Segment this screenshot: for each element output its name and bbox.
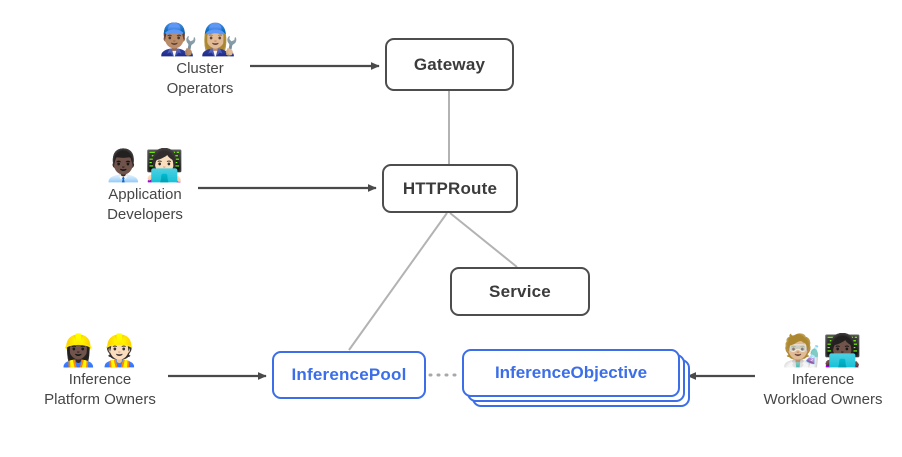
persona-cluster-operators: 👨🏽‍🔧👩🏼‍🔧 Cluster Operators [130,22,270,98]
node-service[interactable]: Service [450,267,590,316]
node-httproute-label: HTTPRoute [402,178,498,198]
node-gateway-label: Gateway [413,54,486,74]
inference-workload-owners-label-line1: Inference [791,371,855,388]
inference-platform-owners-label-line2: Platform Owners [44,391,156,408]
cluster-operators-label-line2: Operators [166,80,234,97]
node-service-label: Service [489,281,551,301]
node-inferenceobjective[interactable]: InferenceObjective [462,349,694,409]
node-gateway[interactable]: Gateway [385,38,514,91]
application-developers-emoji: 👨🏿‍💼👩🏻‍💻 [104,148,186,183]
node-inferencepool[interactable]: InferencePool [272,351,426,399]
inference-platform-owners-emoji: 👷🏿‍♀️👷🏻 [59,333,141,368]
node-inferenceobjective-label: InferenceObjective [494,363,648,382]
application-developers-label-line1: Application [108,186,182,203]
application-developers-label-line2: Developers [107,206,183,223]
connector-httproute-inferencepool [348,212,448,351]
persona-inference-platform-owners: 👷🏿‍♀️👷🏻 Inference Platform Owners [22,333,178,409]
inferenceobjective-stack-layer-front[interactable]: InferenceObjective [462,349,680,397]
node-httproute[interactable]: HTTPRoute [382,164,518,213]
persona-inference-workload-owners: 🧑🏼‍🔬👩🏿‍💻 Inference Workload Owners [744,333,902,409]
inference-platform-owners-label-line1: Inference [68,371,132,388]
cluster-operators-label-line1: Cluster [176,60,224,77]
inference-workload-owners-emoji: 🧑🏼‍🔬👩🏿‍💻 [782,333,864,368]
node-inferencepool-label: InferencePool [291,365,407,384]
connector-httproute-service [449,212,518,268]
inference-workload-owners-label-line2: Workload Owners [763,391,883,408]
persona-application-developers: 👨🏿‍💼👩🏻‍💻 Application Developers [70,148,220,224]
cluster-operators-emoji: 👨🏽‍🔧👩🏼‍🔧 [159,22,241,57]
